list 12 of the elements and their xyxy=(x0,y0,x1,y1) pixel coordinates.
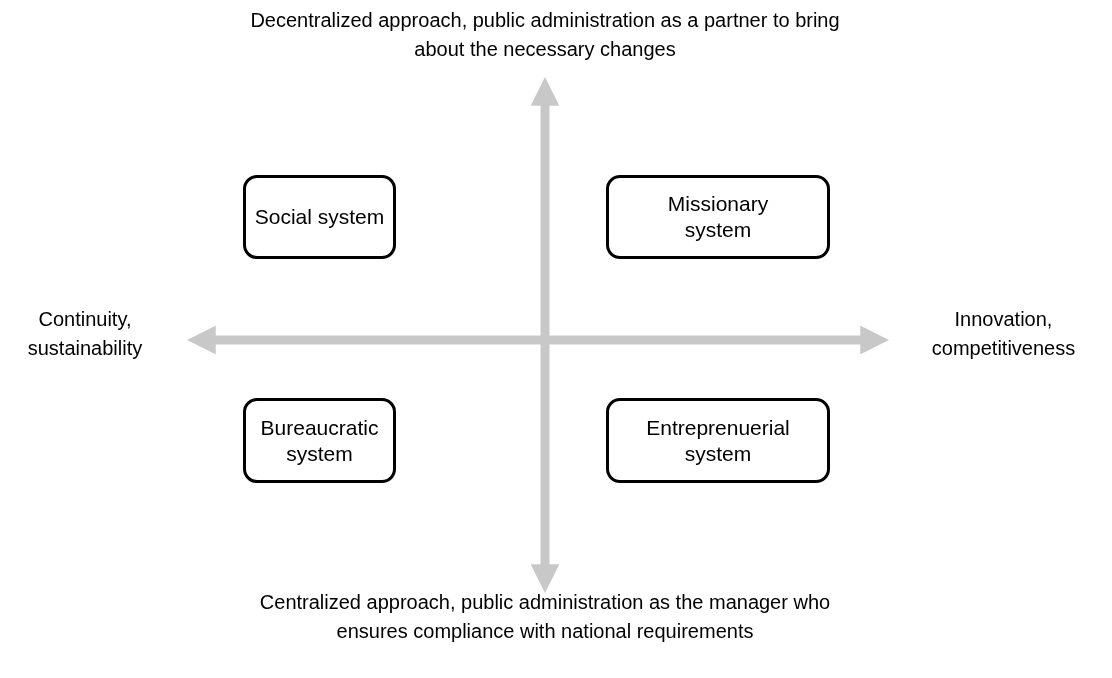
quadrant-label: Social system xyxy=(254,204,385,230)
quadrant-box xyxy=(243,398,396,483)
quadrant-label: Bureaucratic system xyxy=(259,414,380,467)
top-axis-label: Decentralized approach, public administration as a partner to bring about the necessary changes xyxy=(250,8,840,62)
quadrant-label: Missionary system xyxy=(666,191,770,243)
quadrant-box xyxy=(606,398,830,483)
bottom-axis-label: Centralized approach, public administration as the manager who ensures compliance with national requirements xyxy=(258,590,832,644)
right-axis-label: Innovation, competitiveness xyxy=(930,307,1077,361)
quadrant-box xyxy=(243,175,396,259)
quadrant-box xyxy=(606,175,830,259)
quadrant-label: Entreprenuerial system xyxy=(645,414,791,467)
left-axis-label: Continuity, sustainability xyxy=(26,307,144,361)
